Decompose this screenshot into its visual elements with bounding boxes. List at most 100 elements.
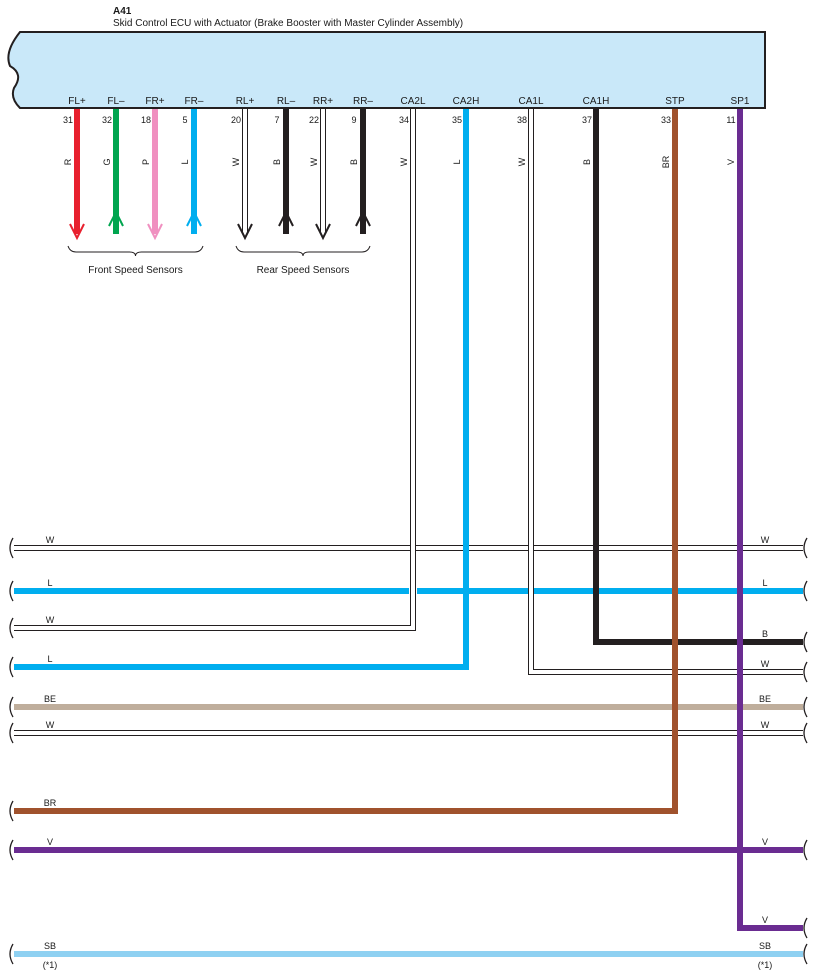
bus-wire-label-left: W bbox=[46, 720, 55, 730]
terminal-name: FR+ bbox=[145, 96, 164, 107]
terminal-wire-color: B bbox=[582, 159, 592, 165]
bus-wire-note-right: (*1) bbox=[758, 960, 773, 970]
bus-wire-label-right: B bbox=[762, 629, 768, 639]
terminal-wire bbox=[528, 109, 803, 675]
terminal-pin: 34 bbox=[399, 115, 409, 125]
wire-break-mark bbox=[9, 839, 14, 861]
terminal-wire-color: L bbox=[180, 159, 190, 164]
arrow-down-icon bbox=[147, 223, 163, 241]
bus-wire-label-right: L bbox=[762, 578, 767, 588]
terminal-pin: 37 bbox=[582, 115, 592, 125]
terminal-wire bbox=[593, 109, 803, 645]
terminal-name: RR+ bbox=[313, 96, 333, 107]
bus-wire-label-right: V bbox=[762, 837, 768, 847]
bus-wire-label-left: W bbox=[46, 615, 55, 625]
wire-break-mark bbox=[9, 943, 14, 965]
arrow-up-icon bbox=[186, 209, 202, 227]
terminal-name: SP1 bbox=[731, 96, 750, 107]
terminal-pin: 20 bbox=[231, 115, 241, 125]
bus-wires bbox=[9, 537, 808, 965]
wire-break-mark bbox=[9, 722, 14, 744]
arrow-up-icon bbox=[108, 209, 124, 227]
bus-wire-label-left: L bbox=[47, 578, 52, 588]
bus-wire-label-left: L bbox=[47, 654, 52, 664]
terminal-wire-color: W bbox=[399, 157, 409, 166]
wire-break-mark bbox=[803, 917, 808, 939]
terminal-wire-color: G bbox=[102, 158, 112, 165]
terminal-wire-color: B bbox=[272, 159, 282, 165]
wire-break-mark bbox=[9, 537, 14, 559]
terminal-name: FL– bbox=[107, 96, 125, 107]
connector-name: Skid Control ECU with Actuator (Brake Bo… bbox=[113, 18, 463, 29]
arrow-down-icon bbox=[69, 223, 85, 241]
ecu-connector-box bbox=[7, 31, 766, 109]
terminal-wire bbox=[14, 109, 469, 670]
terminal-pin: 22 bbox=[309, 115, 319, 125]
wire-break-mark bbox=[803, 943, 808, 965]
terminal-wire-color: L bbox=[452, 159, 462, 164]
terminal-name: CA2H bbox=[453, 96, 480, 107]
wire-break-mark bbox=[803, 722, 808, 744]
wire-break-mark bbox=[9, 580, 14, 602]
arrow-up-icon bbox=[355, 209, 371, 227]
sensor-group-label: Front Speed Sensors bbox=[88, 265, 183, 276]
terminal-name: RL+ bbox=[236, 96, 255, 107]
bus-wire-label-right: W bbox=[761, 535, 770, 545]
terminal-wire bbox=[737, 109, 803, 931]
terminal-name: FR– bbox=[185, 96, 204, 107]
wire-break-mark bbox=[803, 696, 808, 718]
terminal-wire-color: W bbox=[231, 157, 241, 166]
terminal-name: CA1L bbox=[518, 96, 543, 107]
terminal-name: RR– bbox=[353, 96, 373, 107]
terminal-name: CA1H bbox=[583, 96, 610, 107]
terminal-pin: 7 bbox=[274, 115, 279, 125]
connector bbox=[7, 31, 766, 257]
terminal-pin: 5 bbox=[182, 115, 187, 125]
bus-wire-label-right: V bbox=[762, 915, 768, 925]
terminal-name: CA2L bbox=[400, 96, 425, 107]
terminal-pin: 35 bbox=[452, 115, 462, 125]
arrow-down-icon bbox=[315, 223, 331, 241]
terminal-wire bbox=[14, 109, 678, 814]
terminal-pin: 32 bbox=[102, 115, 112, 125]
terminal-pin: 38 bbox=[517, 115, 527, 125]
connector-code: A41 bbox=[113, 6, 132, 17]
terminal-pin: 18 bbox=[141, 115, 151, 125]
terminal-name: FL+ bbox=[68, 96, 86, 107]
bus-wire-note-left: (*1) bbox=[43, 960, 58, 970]
arrow-up-icon bbox=[278, 209, 294, 227]
sensor-group-bracket bbox=[67, 245, 204, 257]
bus-wire-label-right: W bbox=[761, 659, 770, 669]
terminal-pin: 31 bbox=[63, 115, 73, 125]
vertical-wires bbox=[14, 109, 803, 931]
terminal-pin: 11 bbox=[726, 115, 735, 125]
terminal-wire-color: W bbox=[517, 157, 527, 166]
terminal-wire-color: BR bbox=[661, 155, 671, 168]
sensor-group-bracket bbox=[235, 245, 371, 257]
bus-wire-label-left: W bbox=[46, 535, 55, 545]
terminal-name: STP bbox=[665, 96, 685, 107]
wire-break-mark bbox=[9, 656, 14, 678]
wire-break-mark bbox=[803, 580, 808, 602]
bus-wire-label-right: BE bbox=[759, 694, 771, 704]
terminal-wire bbox=[14, 109, 416, 631]
bus-wire-label-left: BR bbox=[44, 798, 57, 808]
sensor-group-label: Rear Speed Sensors bbox=[257, 265, 350, 276]
terminal-pin: 9 bbox=[351, 115, 356, 125]
wire-break-mark bbox=[803, 537, 808, 559]
arrow-down-icon bbox=[237, 223, 253, 241]
wire-break-mark bbox=[9, 800, 14, 822]
wire-break-mark bbox=[9, 617, 14, 639]
wire-break-mark bbox=[803, 839, 808, 861]
terminal-wire-color: B bbox=[349, 159, 359, 165]
bus-wire-label-left: SB bbox=[44, 941, 56, 951]
terminal-wire-color: W bbox=[309, 157, 319, 166]
wire-break-mark bbox=[9, 696, 14, 718]
bus-wire-label-right: W bbox=[761, 720, 770, 730]
bus-wire-label-left: V bbox=[47, 837, 53, 847]
bus-wire-label-left: BE bbox=[44, 694, 56, 704]
terminal-wire-color: P bbox=[141, 159, 151, 165]
terminal-name: RL– bbox=[277, 96, 296, 107]
